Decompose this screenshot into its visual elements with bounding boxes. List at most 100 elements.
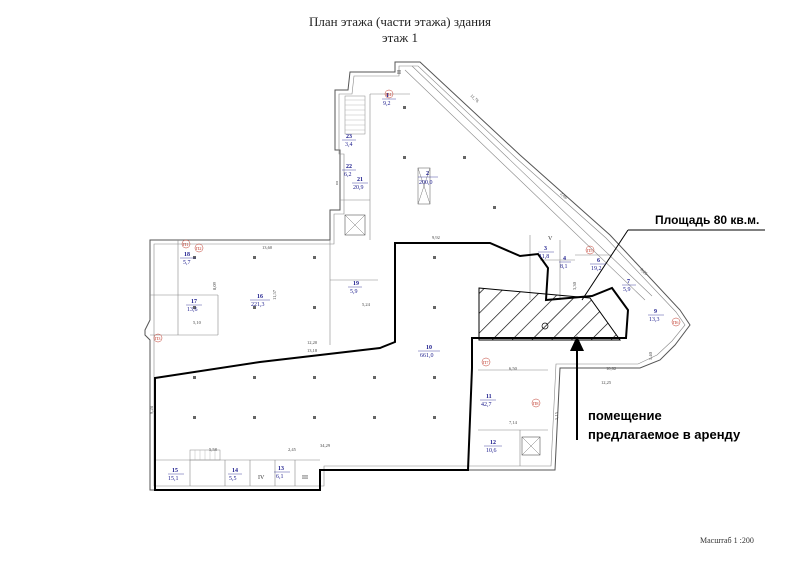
room-17-area: 13,6 bbox=[187, 307, 198, 313]
room-17-no: 17 bbox=[191, 299, 197, 305]
room-1-no: 1 bbox=[386, 93, 389, 99]
svg-text:9,92: 9,92 bbox=[432, 235, 440, 241]
room-10-boundary bbox=[154, 242, 630, 491]
room-4-no: 4 bbox=[563, 256, 566, 262]
svg-text:3,30: 3,30 bbox=[572, 281, 578, 290]
rent-area-hatch bbox=[478, 287, 621, 341]
room-12-area: 10,6 bbox=[486, 448, 497, 454]
plan-title: План этажа (части этажа) здания bbox=[308, 14, 492, 29]
shaft bbox=[417, 167, 431, 205]
room-6-area: 19,2 bbox=[591, 266, 602, 272]
rent-arrow-head bbox=[570, 336, 584, 351]
rent-callout-line1: помещение bbox=[588, 408, 662, 423]
room-9-area: 13,3 bbox=[649, 317, 660, 323]
svg-text:5,15: 5,15 bbox=[554, 411, 560, 420]
facade-line bbox=[404, 69, 646, 301]
svg-text:6,50: 6,50 bbox=[509, 366, 518, 372]
room-23-no: 23 bbox=[346, 134, 352, 140]
svg-text:11,76: 11,76 bbox=[469, 93, 481, 105]
svg-text:5,10: 5,10 bbox=[193, 320, 202, 326]
svg-text:П2: П2 bbox=[196, 246, 202, 251]
room-7-area: 5,9 bbox=[623, 287, 631, 293]
svg-text:9,28: 9,28 bbox=[149, 405, 155, 414]
svg-text:П8: П8 bbox=[533, 401, 539, 406]
columns bbox=[193, 106, 496, 419]
room-labels: 1 9,2 2 200,0 3 11,8 4 8,1 6 19,2 7 5,9 … bbox=[168, 93, 664, 482]
room-21-no: 21 bbox=[357, 177, 363, 183]
svg-text:V: V bbox=[548, 236, 553, 242]
svg-text:2,66: 2,66 bbox=[559, 191, 569, 201]
room-22-area: 6,2 bbox=[344, 172, 352, 178]
stair-bottom bbox=[189, 449, 221, 461]
room-15-no: 15 bbox=[172, 468, 178, 474]
room-12-no: 12 bbox=[490, 440, 496, 446]
room-3-area: 11,8 bbox=[539, 254, 549, 260]
area-callout-leader bbox=[581, 229, 629, 301]
outline-inner bbox=[153, 65, 686, 487]
svg-text:II: II bbox=[397, 70, 401, 76]
svg-text:13,18: 13,18 bbox=[307, 348, 318, 354]
building-outline bbox=[144, 61, 691, 491]
room-14-no: 14 bbox=[232, 468, 238, 474]
room-16-area: 221,3 bbox=[251, 302, 265, 308]
facade-line-2 bbox=[411, 65, 653, 297]
room-9-no: 9 bbox=[654, 309, 657, 315]
dimension-labels: 13,60 9,92 12,20 13,18 10,62 12,25 9,28 … bbox=[149, 93, 654, 453]
room-7-no: 7 bbox=[627, 279, 630, 285]
svg-text:IV: IV bbox=[258, 475, 265, 481]
svg-text:П1: П1 bbox=[183, 242, 189, 247]
room-11-area: 42,7 bbox=[481, 402, 492, 408]
room-10-area: 661,0 bbox=[420, 353, 434, 359]
rent-callout: помещение предлагаемое в аренду bbox=[588, 406, 740, 444]
room-13-area: 6,1 bbox=[276, 474, 284, 480]
svg-text:8,25: 8,25 bbox=[639, 267, 649, 277]
rent-callout-line2: предлагаемое в аренду bbox=[588, 427, 741, 442]
room-2-no: 2 bbox=[426, 171, 429, 177]
plan-floor: этаж 1 bbox=[382, 30, 418, 45]
room-2-area: 200,0 bbox=[419, 180, 433, 186]
svg-text:11,57: 11,57 bbox=[272, 289, 278, 300]
room-18-area: 5,7 bbox=[183, 260, 191, 266]
area-callout: Площадь 80 кв.м. bbox=[655, 213, 760, 227]
svg-text:П3: П3 bbox=[155, 336, 161, 341]
svg-text:П6: П6 bbox=[673, 320, 679, 325]
stair-top bbox=[344, 95, 366, 135]
room-13-no: 13 bbox=[278, 466, 284, 472]
room-19-no: 19 bbox=[353, 281, 359, 287]
room-22-no: 22 bbox=[346, 164, 352, 170]
svg-text:13,60: 13,60 bbox=[262, 245, 273, 251]
room-16-no: 16 bbox=[257, 294, 263, 300]
room-19-area: 5,9 bbox=[350, 289, 358, 295]
svg-text:12,20: 12,20 bbox=[307, 340, 318, 346]
svg-text:5,40: 5,40 bbox=[648, 351, 654, 360]
room-4-area: 8,1 bbox=[560, 264, 568, 270]
elevator-2 bbox=[521, 436, 541, 456]
scale-label: Масштаб 1 :200 bbox=[700, 536, 754, 545]
svg-text:8,09: 8,09 bbox=[212, 281, 218, 290]
room-1-area: 9,2 bbox=[383, 101, 391, 107]
stair-labels: I II III IV V bbox=[258, 70, 553, 481]
svg-text:2,45: 2,45 bbox=[288, 447, 297, 453]
svg-text:5,58: 5,58 bbox=[209, 447, 218, 453]
svg-text:7,14: 7,14 bbox=[509, 420, 518, 426]
tag-markers: П1 П2 П3 П4 П5 П6 П7 П8 bbox=[153, 89, 681, 408]
svg-text:П4: П4 bbox=[386, 92, 392, 97]
room-6-no: 6 bbox=[597, 258, 600, 264]
svg-text:П5: П5 bbox=[587, 248, 593, 253]
room-18-no: 18 bbox=[184, 252, 190, 258]
room-15-area: 15,1 bbox=[168, 476, 179, 482]
svg-text:10,62: 10,62 bbox=[606, 366, 616, 372]
svg-text:34,29: 34,29 bbox=[320, 443, 331, 449]
elevator bbox=[344, 214, 366, 236]
svg-text:I: I bbox=[336, 181, 338, 187]
room-11-no: 11 bbox=[486, 394, 492, 400]
room-10-no: 10 bbox=[426, 345, 432, 351]
svg-text:5,24: 5,24 bbox=[362, 302, 371, 308]
svg-text:П7: П7 bbox=[483, 360, 489, 365]
svg-text:12,25: 12,25 bbox=[601, 380, 612, 386]
column-marker bbox=[541, 322, 549, 330]
svg-text:III: III bbox=[302, 475, 308, 481]
room-21-area: 20,9 bbox=[353, 185, 364, 191]
